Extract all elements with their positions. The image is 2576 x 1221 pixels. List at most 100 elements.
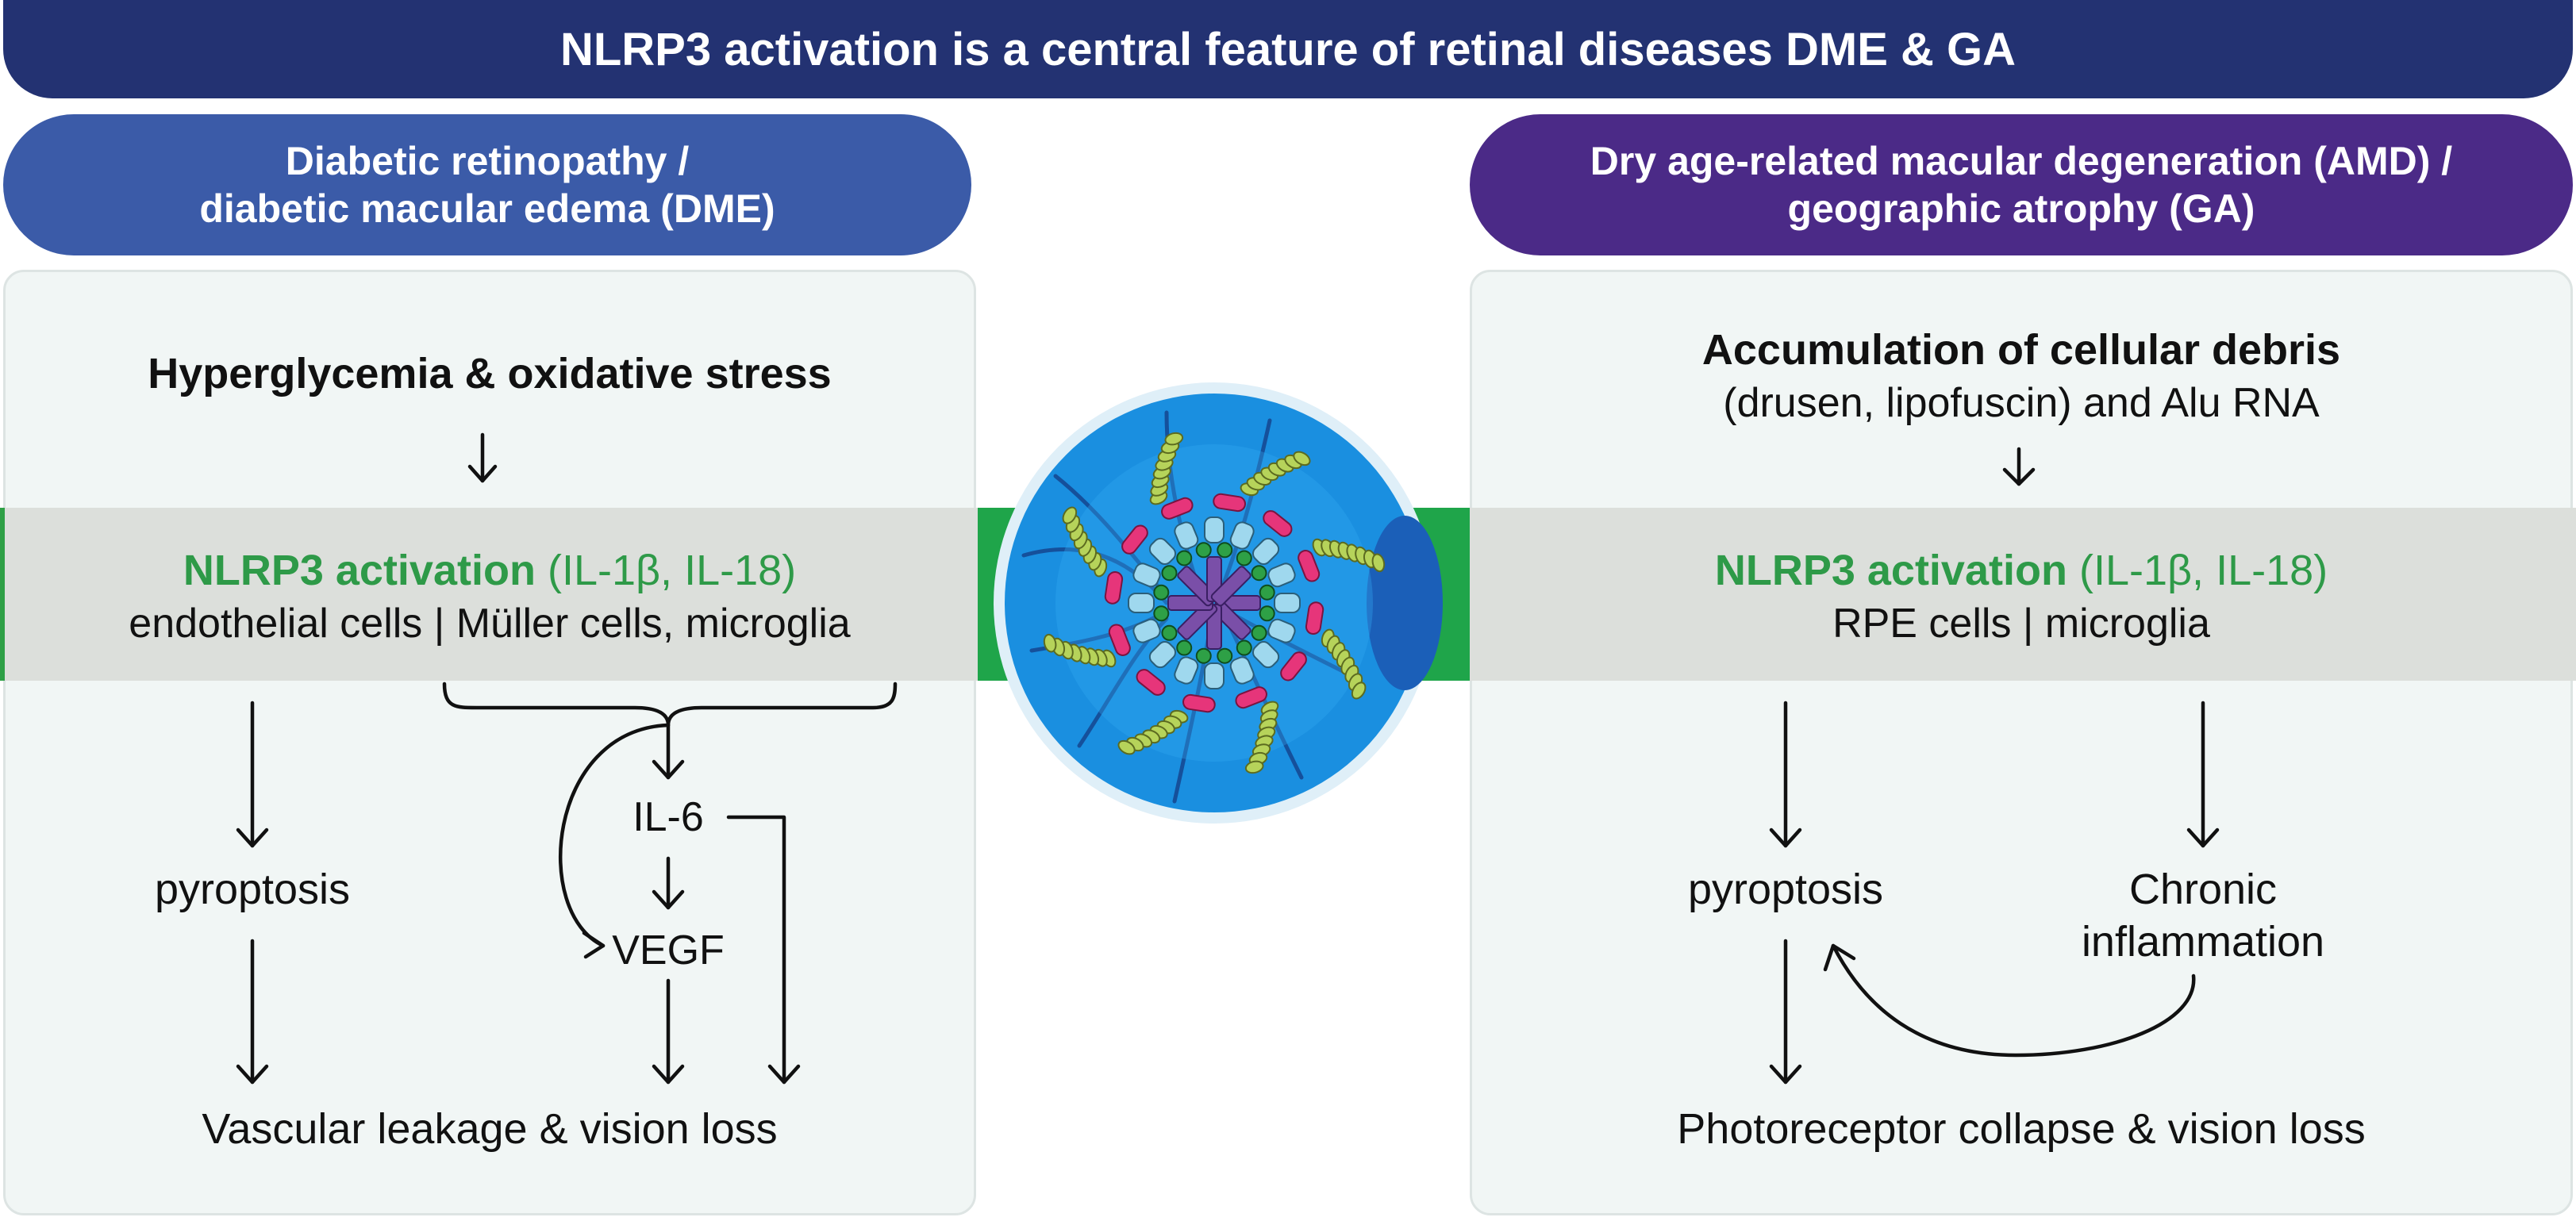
dme-activation-line: NLRP3 activation (IL-1β, IL-18) xyxy=(3,546,976,595)
adaptor-domain xyxy=(1174,521,1199,550)
dme-header: Diabetic retinopathy / diabetic macular … xyxy=(3,114,971,255)
card-domain xyxy=(1263,510,1293,537)
caspase-bead xyxy=(1351,682,1367,700)
adaptor-domain xyxy=(1274,593,1301,613)
arrow-vegf-to-outcome xyxy=(652,978,685,1085)
pyd-dot xyxy=(1176,550,1193,566)
adaptor-domain xyxy=(1229,521,1255,550)
dme-cytokines: (IL-1β, IL-18) xyxy=(547,547,797,594)
pyd-dot xyxy=(1153,584,1170,601)
caspase-bead xyxy=(1043,633,1057,653)
card-domain xyxy=(1182,693,1216,713)
dme-il6: IL-6 xyxy=(632,794,704,840)
pyd-dot xyxy=(1251,624,1267,641)
arrow-pyroptosis-to-outcome-right xyxy=(1769,939,1802,1085)
pyd-dot xyxy=(1259,584,1275,601)
arrow-trigger-to-activation-right xyxy=(2002,447,2036,486)
card-domain xyxy=(1121,524,1148,555)
ga-cytokines: (IL-1β, IL-18) xyxy=(2078,547,2328,594)
pyd-dot xyxy=(1195,542,1212,559)
pyd-dot xyxy=(1251,565,1267,582)
ga-activation-line: NLRP3 activation (IL-1β, IL-18) xyxy=(1470,546,2573,595)
adaptor-domain xyxy=(1251,537,1280,566)
pyd-dot xyxy=(1236,550,1252,566)
ga-inflammation-line1: Chronic xyxy=(2128,866,2278,913)
arrow-bracket-to-vegf xyxy=(559,723,671,959)
arrow-bracket-to-il6 xyxy=(652,723,685,780)
title-banner: NLRP3 activation is a central feature of… xyxy=(3,0,2573,98)
card-domain xyxy=(1280,651,1307,682)
dme-vegf: VEGF xyxy=(612,927,725,973)
pyd-dot xyxy=(1217,647,1233,664)
card-domain xyxy=(1235,686,1267,709)
ga-trigger-line2: (drusen, lipofuscin) and Alu RNA xyxy=(1723,380,2320,426)
adaptor-domain xyxy=(1251,640,1280,669)
ga-header-line1: Dry age-related macular degeneration (AM… xyxy=(1590,139,2453,183)
caspase-bead xyxy=(1117,739,1136,755)
arrow-activation-to-pyroptosis-left xyxy=(236,701,269,848)
ga-header-line2: geographic atrophy (GA) xyxy=(1787,186,2255,231)
ga-trigger-line1: Accumulation of cellular debris xyxy=(1701,326,2341,374)
adaptor-domain xyxy=(1204,516,1225,543)
pyd-dot xyxy=(1236,639,1252,656)
ga-activation-label: NLRP3 activation xyxy=(1714,547,2067,594)
ga-outcome: Photoreceptor collapse & vision loss xyxy=(1677,1105,2366,1153)
arrow-il6-to-outcome xyxy=(726,815,801,1085)
card-domain xyxy=(1305,601,1325,635)
card-domain xyxy=(1136,669,1166,696)
card-domain xyxy=(1161,497,1194,520)
dme-panel xyxy=(3,270,976,1215)
pyd-dot xyxy=(1195,647,1212,664)
card-domain xyxy=(1104,570,1124,605)
arrow-activation-to-pyroptosis-right xyxy=(1769,701,1802,848)
caspase-bead xyxy=(1293,451,1311,467)
arrow-il6-to-vegf xyxy=(652,856,685,910)
adaptor-domain xyxy=(1132,563,1161,588)
ga-pyroptosis: pyroptosis xyxy=(1687,866,1884,913)
caspase-bead xyxy=(1371,553,1386,573)
card-domain xyxy=(1213,493,1247,513)
card-domain xyxy=(1108,624,1131,656)
ga-activation-band xyxy=(1470,508,2576,681)
sensor-arm xyxy=(1210,566,1251,607)
arrow-activation-to-inflammation xyxy=(2186,701,2220,848)
dme-pyroptosis: pyroptosis xyxy=(154,866,351,913)
adaptor-domain xyxy=(1148,640,1177,669)
caspase-bead xyxy=(1244,760,1264,774)
pyd-dot xyxy=(1217,542,1233,559)
adaptor-domain xyxy=(1128,593,1155,613)
adaptor-domain xyxy=(1267,618,1296,643)
dme-outcome: Vascular leakage & vision loss xyxy=(202,1105,778,1153)
dme-trigger: Hyperglycemia & oxidative stress xyxy=(148,350,832,397)
caspase-bead xyxy=(1164,432,1184,446)
dme-activation-band xyxy=(0,508,978,681)
adaptor-domain xyxy=(1204,662,1225,689)
inflammasome-ring xyxy=(1043,432,1386,774)
pyd-dot xyxy=(1161,624,1178,641)
ga-header: Dry age-related macular degeneration (AM… xyxy=(1470,114,2573,255)
dme-header-line1: Diabetic retinopathy / xyxy=(285,139,690,183)
pyd-dot xyxy=(1176,639,1193,656)
adaptor-domain xyxy=(1148,537,1177,566)
arrow-trigger-to-activation-left xyxy=(467,432,498,483)
dme-activation-label: NLRP3 activation xyxy=(183,547,536,594)
arrow-inflammation-to-pyroptosis xyxy=(1823,943,2196,1058)
page-title: NLRP3 activation is a central feature of… xyxy=(559,23,2017,75)
adaptor-domain xyxy=(1229,656,1255,685)
adaptor-domain xyxy=(1132,618,1161,643)
card-domain xyxy=(1298,550,1321,582)
adaptor-domain xyxy=(1267,563,1296,588)
caspase-bead xyxy=(1062,506,1078,524)
pyd-dot xyxy=(1161,565,1178,582)
dme-header-line2: diabetic macular edema (DME) xyxy=(199,186,775,231)
arrow-pyroptosis-to-outcome-left xyxy=(236,939,269,1085)
pyd-dot xyxy=(1153,605,1170,622)
dme-cells: endothelial cells | Müller cells, microg… xyxy=(129,601,851,647)
ga-panel xyxy=(1470,270,2573,1215)
ga-cells: RPE cells | microglia xyxy=(1832,601,2210,647)
adaptor-domain xyxy=(1174,656,1199,685)
pyd-dot xyxy=(1259,605,1275,622)
ga-inflammation-line2: inflammation xyxy=(2081,918,2325,966)
